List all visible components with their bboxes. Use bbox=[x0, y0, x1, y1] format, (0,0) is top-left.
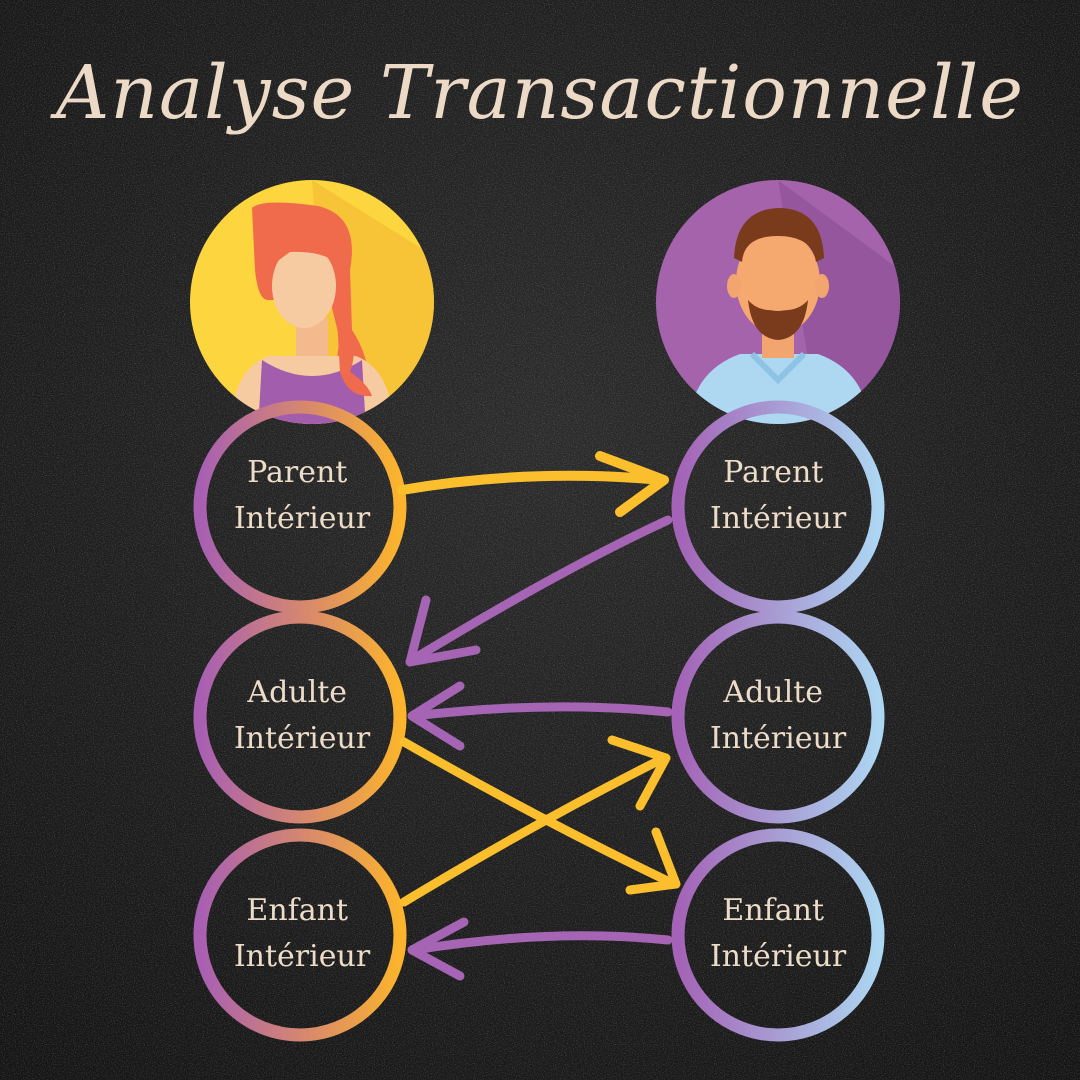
arrow-left-parent-to-right-parent bbox=[397, 451, 669, 517]
left-ego-states bbox=[193, 400, 407, 1042]
left-child-ring bbox=[193, 828, 407, 1042]
arrow-left-adult-to-right-child bbox=[399, 737, 681, 895]
right-ego-states bbox=[671, 400, 885, 1042]
right-child-ring bbox=[671, 828, 885, 1042]
man-avatar bbox=[656, 180, 900, 424]
transaction-arrows bbox=[397, 451, 681, 981]
woman-avatar bbox=[190, 180, 434, 424]
page-title: Analyse Transactionnelle bbox=[50, 50, 1024, 136]
arrow-right-parent-to-left-adult bbox=[405, 515, 673, 667]
left-adult-ring bbox=[193, 610, 407, 824]
right-parent-label: Parent Intérieur bbox=[710, 455, 847, 536]
arrow-left-child-to-right-adult bbox=[399, 735, 671, 907]
arrow-right-child-to-left-child bbox=[407, 917, 673, 981]
right-parent-ring bbox=[671, 400, 885, 614]
left-parent-label: Parent Intérieur bbox=[234, 455, 371, 536]
left-labels: Parent Intérieur Adulte Intérieur Enfant… bbox=[234, 455, 371, 974]
right-labels: Parent Intérieur Adulte Intérieur Enfant… bbox=[710, 455, 847, 974]
arrow-right-adult-to-left-adult bbox=[407, 681, 673, 751]
left-child-label: Enfant Intérieur bbox=[234, 893, 371, 974]
left-adult-label: Adulte Intérieur bbox=[234, 675, 371, 756]
left-parent-ring bbox=[193, 400, 407, 614]
right-adult-label: Adulte Intérieur bbox=[710, 675, 847, 756]
right-adult-ring bbox=[671, 610, 885, 824]
right-child-label: Enfant Intérieur bbox=[710, 893, 847, 974]
